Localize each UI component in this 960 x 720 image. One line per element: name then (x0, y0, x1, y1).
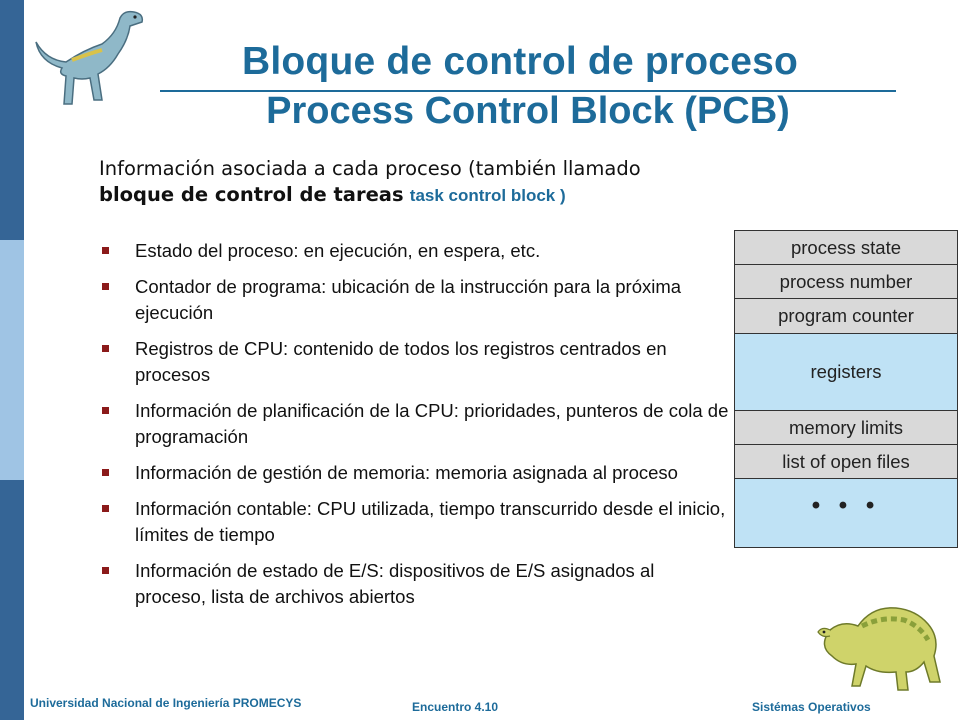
list-item-text: Estado del proceso: en ejecución, en esp… (135, 240, 541, 261)
intro-line: Información asociada a cada proceso (tam… (99, 157, 641, 180)
footer-slide-number: Encuentro 4.10 (412, 700, 499, 714)
intro-bold-term: bloque de control de tareas (99, 183, 404, 206)
slide-title-spanish: Bloque de control de proceso (242, 40, 798, 83)
footer-institution: Universidad Nacional de Ingeniería PROME… (30, 696, 302, 710)
pcb-row-process-state: process state (735, 231, 957, 265)
square-bullet-icon (102, 345, 109, 352)
dinosaur-illustration-icon (817, 607, 941, 691)
slide-title-english: Process Control Block (PCB) (266, 90, 790, 132)
pcb-row-program-counter: program counter (735, 299, 957, 334)
intro-text: Información asociada a cada proceso (tam… (99, 156, 819, 209)
pcb-row-open-files: list of open files (735, 445, 957, 479)
list-item: Estado del proceso: en ejecución, en esp… (100, 238, 730, 264)
square-bullet-icon (102, 505, 109, 512)
list-item-text: Información contable: CPU utilizada, tie… (135, 498, 726, 545)
intro-english-term: task control block ) (409, 186, 566, 205)
pcb-row-ellipsis: • • • (735, 479, 957, 547)
left-sidebar-bar (0, 0, 24, 720)
pcb-diagram: process state process number program cou… (734, 230, 958, 548)
square-bullet-icon (102, 283, 109, 290)
list-item-text: Información de planificación de la CPU: … (135, 400, 729, 447)
list-item-text: Información de gestión de memoria: memor… (135, 462, 678, 483)
list-item-text: Información de estado de E/S: dispositiv… (135, 560, 655, 607)
list-item: Información contable: CPU utilizada, tie… (100, 496, 730, 548)
square-bullet-icon (102, 247, 109, 254)
pcb-row-registers: registers (735, 334, 957, 411)
square-bullet-icon (102, 567, 109, 574)
list-item: Información de estado de E/S: dispositiv… (100, 558, 730, 610)
list-item: Contador de programa: ubicación de la in… (100, 274, 730, 326)
list-item-text: Registros de CPU: contenido de todos los… (135, 338, 667, 385)
pcb-row-process-number: process number (735, 265, 957, 299)
list-item-text: Contador de programa: ubicación de la in… (135, 276, 682, 323)
list-item: Información de planificación de la CPU: … (100, 398, 730, 450)
left-sidebar-light-segment (0, 240, 24, 480)
square-bullet-icon (102, 469, 109, 476)
square-bullet-icon (102, 407, 109, 414)
list-item: Registros de CPU: contenido de todos los… (100, 336, 730, 388)
pcb-fields-list: Estado del proceso: en ejecución, en esp… (100, 238, 730, 620)
dinosaur-logo-icon (35, 10, 144, 105)
list-item: Información de gestión de memoria: memor… (100, 460, 730, 486)
title-divider (160, 90, 896, 92)
pcb-row-memory-limits: memory limits (735, 411, 957, 445)
footer-course: Sistémas Operativos (752, 700, 871, 714)
